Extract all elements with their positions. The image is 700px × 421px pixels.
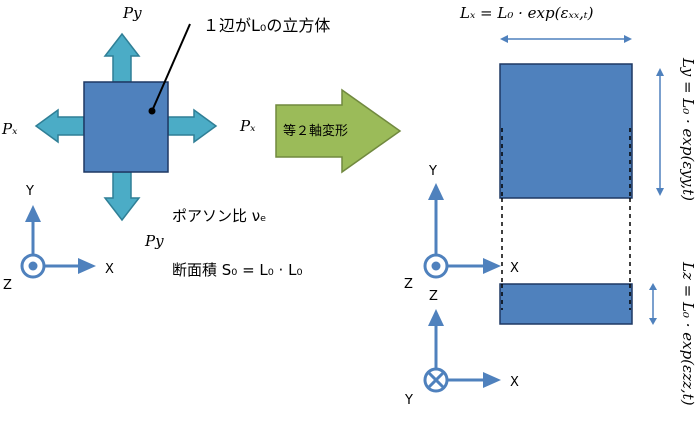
ly-formula: Ly = L₀ · exp(εyy,t) [679,57,697,201]
right-lower-axis-z-label: Z [429,289,438,304]
force-arrow-right [167,108,218,144]
cube-square [83,81,169,173]
poisson-ratio-label: ポアソン比 νₑ [172,207,266,225]
right-upper-axis-y-label: Y [428,164,437,179]
force-arrow-down [103,171,141,222]
force-arrow-up [103,32,141,83]
force-label-left: Pₓ [1,120,18,138]
right-upper-axis-x-label: X [510,261,519,276]
right-upper-axis-z-label: Z [404,277,413,292]
force-label-right: Pₓ [239,117,256,135]
force-arrow-left [34,108,85,144]
left-axes [20,205,96,279]
right-lower-axes [423,309,501,393]
right-lower-axis-y-label: Y [404,393,413,408]
cube-description: １辺がL₀の立方体 [203,16,330,35]
biaxial-label: 等２軸変形 [283,123,348,139]
leader-line [151,23,191,112]
left-axis-z-label: Z [3,278,12,293]
force-label-bottom: Py [144,232,164,250]
deformed-thin-block [499,283,633,325]
right-lower-axis-x-label: X [510,375,519,390]
force-label-top: Py [122,4,142,22]
biaxial-arrow [275,88,402,174]
left-axis-x-label: X [105,262,114,277]
right-upper-axes [423,183,501,279]
lz-formula: Lz = L₀ · exp(εzz,t) [679,261,697,406]
cross-section-label: 断面積 S₀ = L₀ · L₀ [172,261,302,279]
force-arrows [34,32,218,222]
deformed-top-block [499,63,633,199]
left-axis-y-label: Y [25,184,34,199]
lx-formula: Lₓ = L₀ · exp(εₓₓ,ₜ) [459,4,594,22]
